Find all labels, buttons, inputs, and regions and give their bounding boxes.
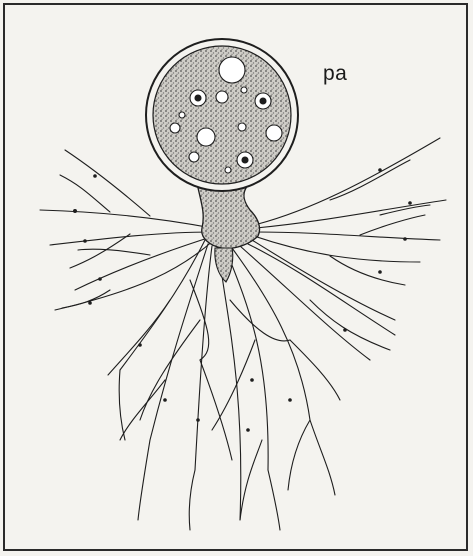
cell-stalk — [198, 188, 260, 248]
label-pa: pa — [323, 62, 347, 86]
